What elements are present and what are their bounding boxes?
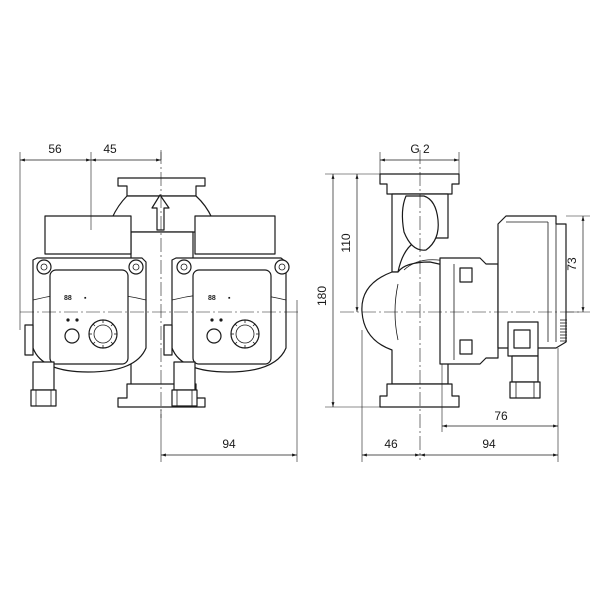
left-control-panel (49, 269, 129, 365)
left-mode-button (64, 328, 80, 344)
side-coupling-bolt-top (459, 267, 473, 283)
side-connector-plug (513, 329, 531, 349)
right-motor-top (194, 215, 276, 255)
dim-76: 76 (494, 409, 508, 423)
dim-94-front: 94 (222, 437, 236, 451)
right-motor: 88 ▪ (163, 215, 290, 407)
left-screw-tr (128, 259, 144, 275)
dim-110: 110 (339, 233, 353, 252)
right-cable-clip (163, 324, 173, 356)
front-view: 88 ▪ (19, 142, 300, 462)
left-motor: 88 ▪ (24, 215, 147, 407)
left-cable-gland (32, 361, 55, 391)
right-control-panel (192, 269, 272, 365)
svg-text:▪: ▪ (228, 295, 231, 302)
dim-94-side: 94 (482, 437, 496, 451)
dim-46: 46 (384, 437, 398, 451)
side-gland-nut (509, 381, 541, 399)
top-flange (117, 177, 206, 197)
right-screw-tl (176, 259, 192, 275)
dim-56: 56 (48, 142, 62, 156)
dim-45: 45 (103, 142, 117, 156)
dim-g2: G 2 (410, 142, 430, 156)
side-top-flange (379, 173, 460, 195)
side-inner-passage (401, 195, 439, 251)
right-display: 88 (208, 295, 216, 302)
dim-73: 73 (565, 257, 579, 271)
side-bottom-flange (379, 383, 460, 408)
dim-180: 180 (315, 286, 329, 306)
right-gland-nut (171, 389, 198, 407)
side-cable-gland (511, 355, 539, 383)
left-motor-top (44, 215, 132, 255)
right-screw-tr (274, 259, 290, 275)
left-screw-tl (36, 259, 52, 275)
left-display: 88 (64, 295, 72, 302)
left-cable-clip (24, 324, 34, 356)
svg-text:▪: ▪ (84, 295, 87, 302)
flow-arrow-icon (151, 194, 170, 231)
right-mode-button (206, 328, 222, 344)
right-cable-gland (173, 361, 196, 391)
side-motor-coupling (439, 257, 499, 365)
side-coupling-bolt-bottom (459, 339, 473, 355)
left-gland-nut (30, 389, 57, 407)
side-view: G 2 180 110 73 76 46 94 (315, 142, 590, 462)
